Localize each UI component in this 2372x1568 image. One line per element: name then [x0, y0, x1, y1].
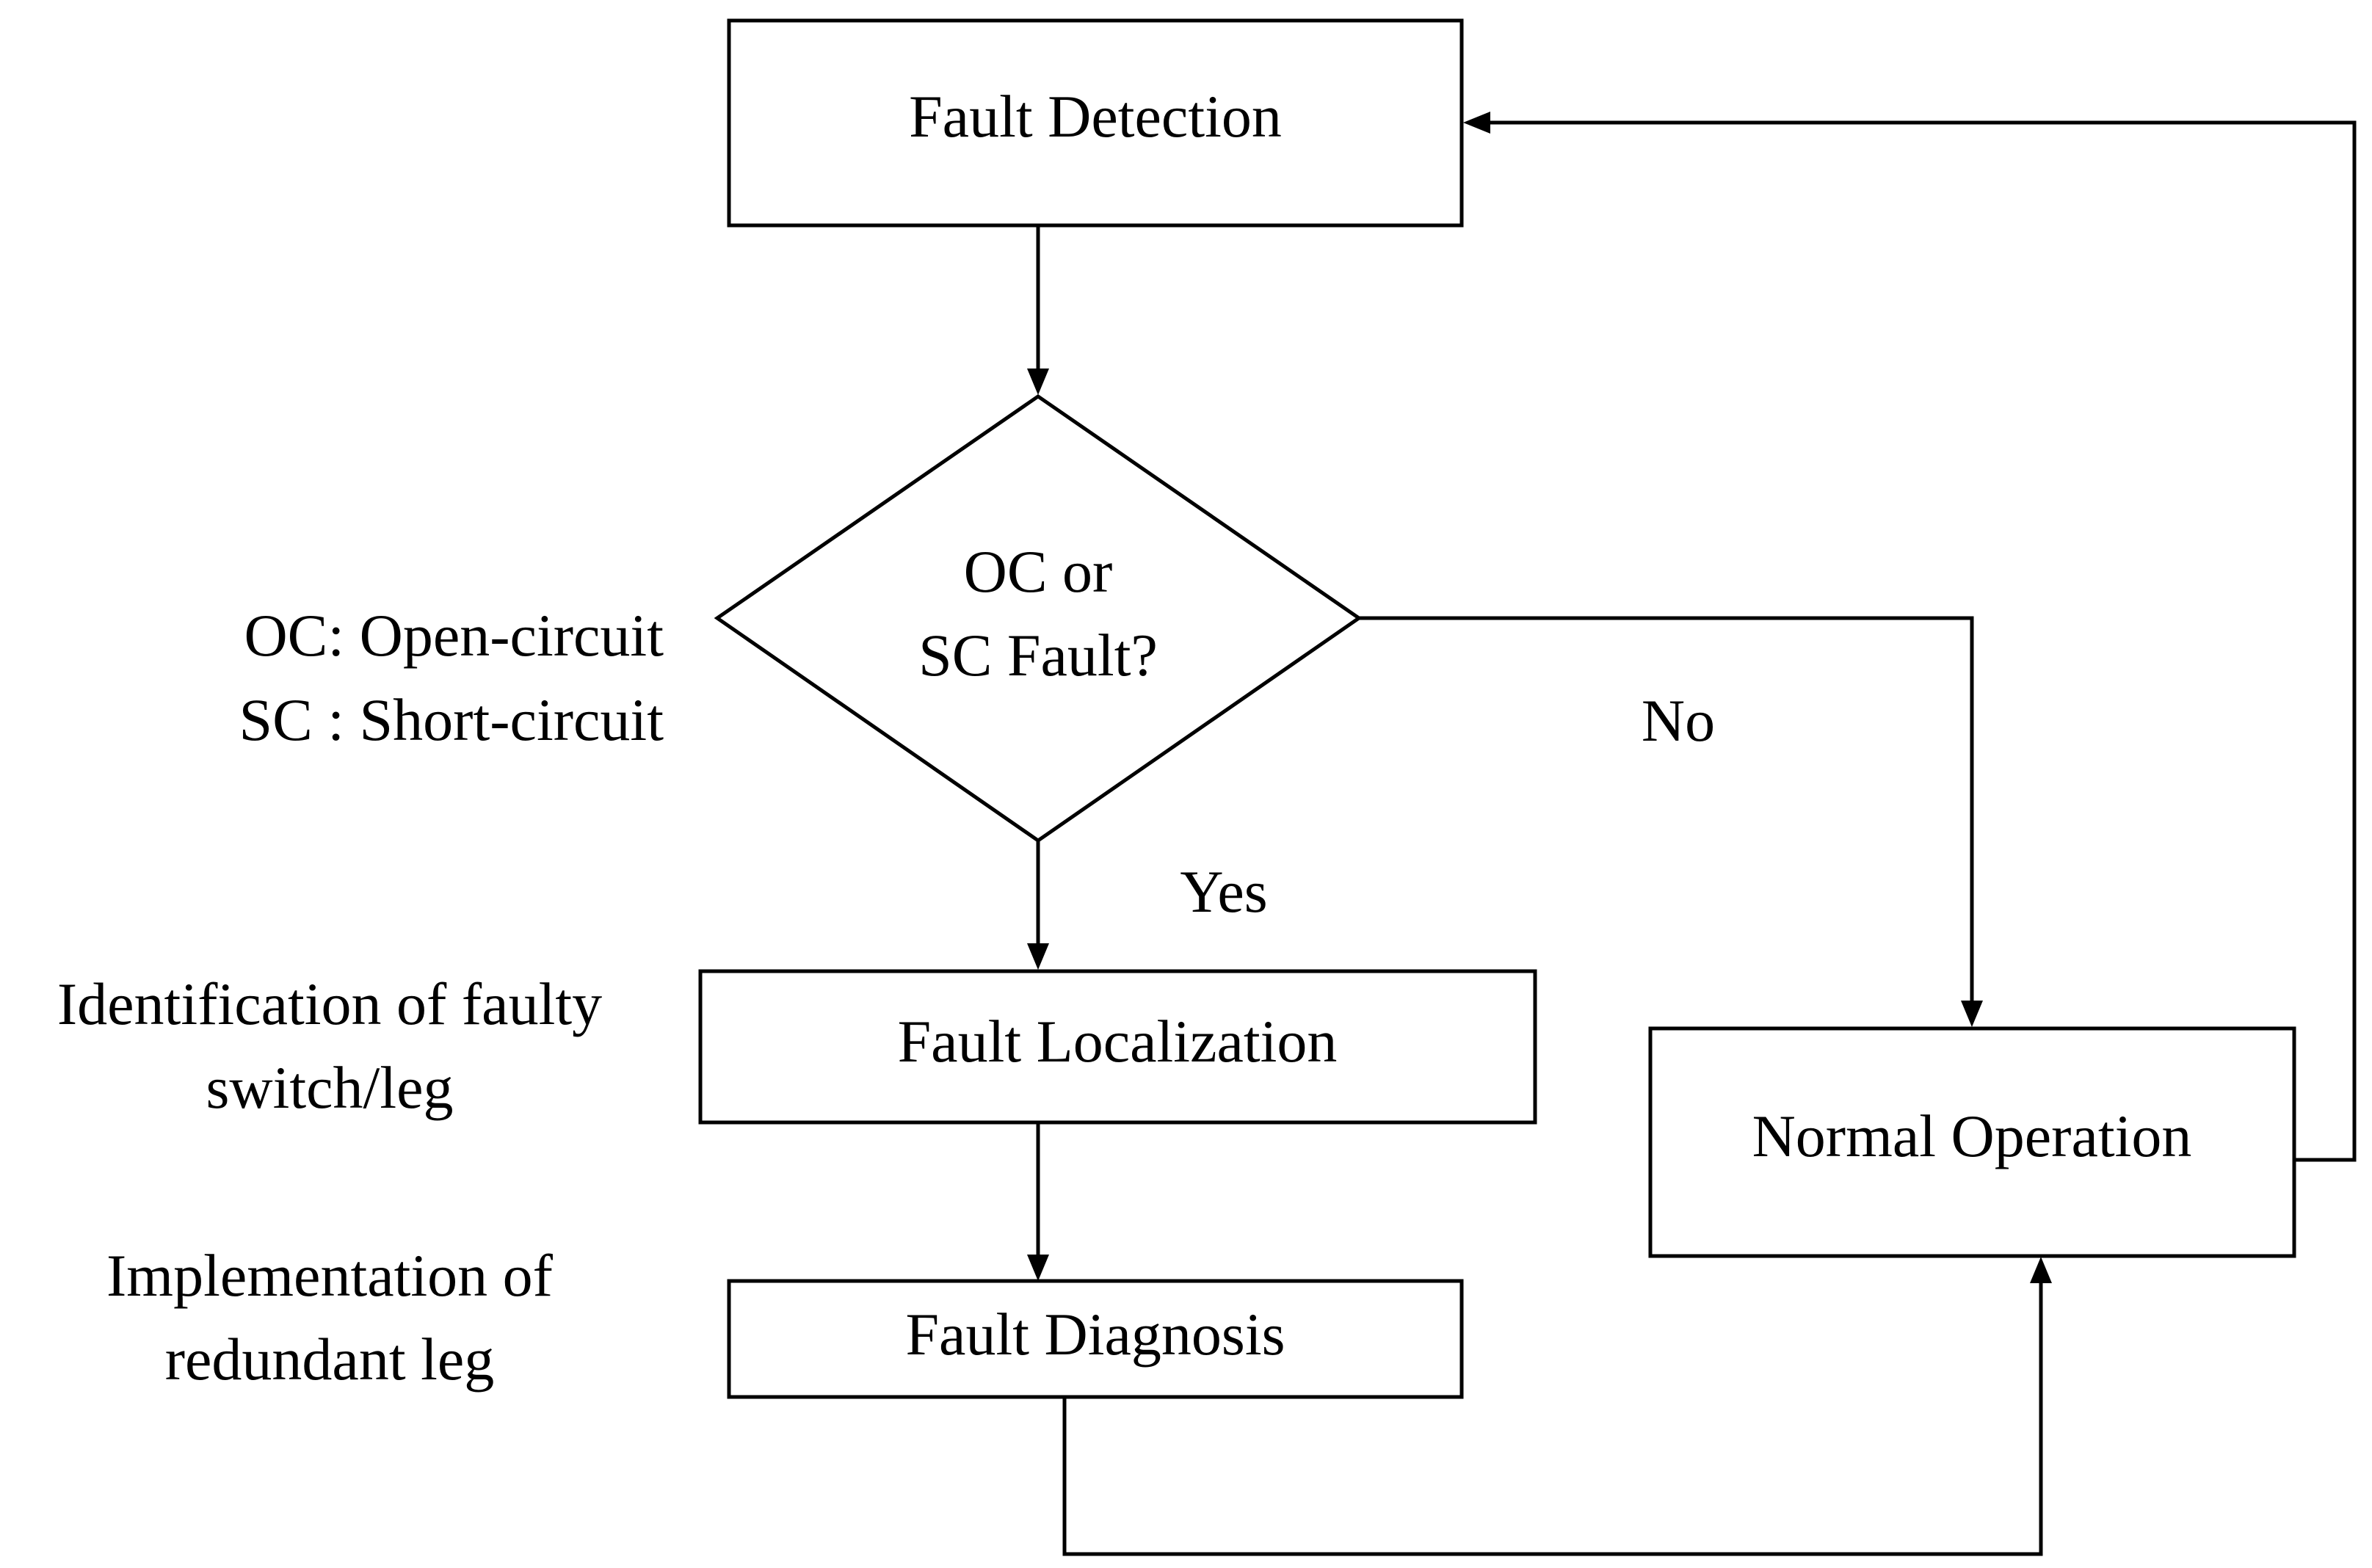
fault-diagnosis-box — [727, 1279, 1464, 1399]
connector-decision-to-normal — [1359, 616, 1974, 1003]
arrowhead-decision — [1027, 369, 1049, 395]
legend-oc: OC: Open-circuit — [244, 602, 664, 669]
fault-detection-label: Fault Detection — [909, 83, 1282, 150]
fault-detection-box — [727, 18, 1464, 228]
shapes — [698, 18, 2296, 1399]
decision-label-line2: SC Fault? — [918, 622, 1158, 689]
edge-labels: Yes No — [1180, 687, 1715, 925]
diagnosis-note-line2: redundant leg — [165, 1326, 495, 1393]
yes-label: Yes — [1180, 858, 1267, 925]
arrowhead-localization — [1027, 943, 1049, 970]
arrowhead-diagnosis — [1027, 1255, 1049, 1281]
no-label: No — [1642, 687, 1715, 754]
connector-normal-to-detection — [1488, 120, 2357, 1162]
localization-note-line2: switch/leg — [206, 1054, 453, 1121]
fault-localization-label: Fault Localization — [898, 1008, 1338, 1075]
normal-operation-box — [1648, 1026, 2296, 1258]
decision-label-line1: OC or — [964, 538, 1113, 605]
fault-diagnosis-label: Fault Diagnosis — [905, 1301, 1285, 1368]
annotations: OC: Open-circuit SC : Short-circuit Iden… — [57, 602, 664, 1393]
connector-diagnosis-to-normal — [1062, 1281, 2043, 1556]
decision-diamond — [714, 393, 1363, 843]
connectors — [1027, 112, 2357, 1556]
arrowhead-normal-top — [1961, 1001, 1983, 1027]
arrowhead-detection — [1463, 112, 1490, 134]
arrowhead-normal-bottom — [2030, 1257, 2052, 1283]
legend-sc: SC : Short-circuit — [239, 686, 664, 753]
node-labels: Fault Detection OC or SC Fault? Fault Lo… — [898, 83, 2192, 1368]
normal-operation-label: Normal Operation — [1752, 1103, 2192, 1169]
fault-localization-box — [698, 969, 1537, 1125]
diagnosis-note-line1: Implementation of — [106, 1242, 554, 1309]
localization-note-line1: Identification of faulty — [57, 970, 602, 1037]
